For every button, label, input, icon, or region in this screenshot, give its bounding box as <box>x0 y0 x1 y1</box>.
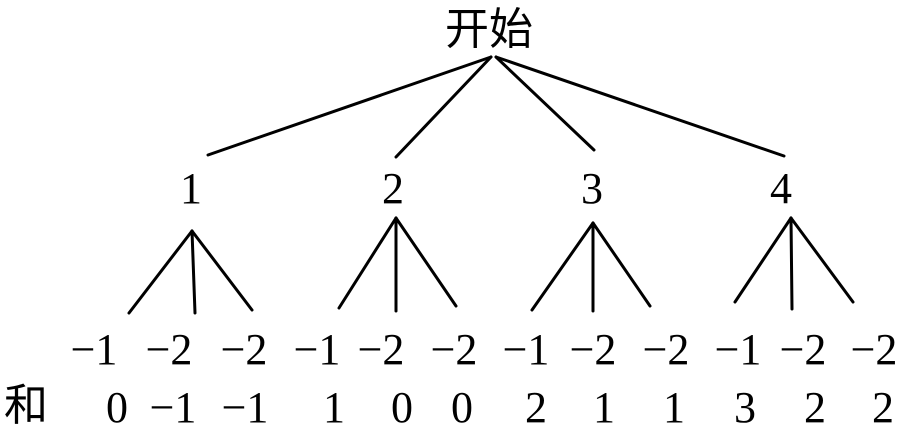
edge-4-b <box>789 216 794 311</box>
root-label: 开始 <box>445 5 533 54</box>
level2-node: −2 <box>643 325 690 374</box>
sum-value: 2 <box>872 383 894 430</box>
level2-node: −1 <box>294 325 341 374</box>
level1-node: 4 <box>770 164 792 213</box>
edge-1-b <box>190 229 197 315</box>
level2-node: −2 <box>146 325 193 374</box>
sum-value: −1 <box>222 383 269 430</box>
sum-value: 1 <box>323 383 345 430</box>
level2-node: −2 <box>851 325 898 374</box>
sum-value: 0 <box>106 383 128 430</box>
sum-value: −1 <box>150 383 197 430</box>
level1-nodes: 1 2 3 4 <box>180 164 792 213</box>
level2-node: −2 <box>221 325 268 374</box>
sum-value: 1 <box>593 383 615 430</box>
level2-nodes: −1 −2 −2 −1 −2 −2 −1 −2 −2 −1 −2 −2 <box>71 325 898 374</box>
sum-value: 0 <box>451 383 473 430</box>
level2-node: −2 <box>431 325 478 374</box>
level2-node: −2 <box>358 325 405 374</box>
edge-1-a <box>127 229 194 315</box>
level1-node: 3 <box>581 164 603 213</box>
sum-value: 3 <box>734 383 756 430</box>
sum-value: 2 <box>804 383 826 430</box>
level2-node: −2 <box>780 325 827 374</box>
edge-root-2 <box>394 55 493 159</box>
level2-node: −1 <box>503 325 550 374</box>
level2-node: −1 <box>71 325 118 374</box>
edge-2-c <box>394 216 458 308</box>
sum-row-label: 和 <box>4 381 48 430</box>
edge-4-c <box>789 216 855 304</box>
level2-node: −2 <box>570 325 617 374</box>
edge-4-a <box>733 216 793 304</box>
sum-value: 2 <box>525 383 547 430</box>
level2-node: −1 <box>715 325 762 374</box>
edge-root-1 <box>206 55 493 157</box>
level1-node: 1 <box>180 164 202 213</box>
sum-row: 和 0 −1 −1 1 0 0 2 1 1 3 2 2 <box>4 381 894 430</box>
edge-root-3 <box>494 55 596 152</box>
sum-value: 1 <box>663 383 685 430</box>
edge-3-c <box>591 221 652 308</box>
edge-3-a <box>530 221 595 312</box>
root-edges <box>206 55 786 159</box>
sum-value: 0 <box>391 383 413 430</box>
edge-root-4 <box>494 55 786 158</box>
level1-node: 2 <box>382 164 404 213</box>
edge-1-c <box>190 229 254 312</box>
level1-edges <box>127 216 855 315</box>
edge-2-a <box>337 216 398 310</box>
